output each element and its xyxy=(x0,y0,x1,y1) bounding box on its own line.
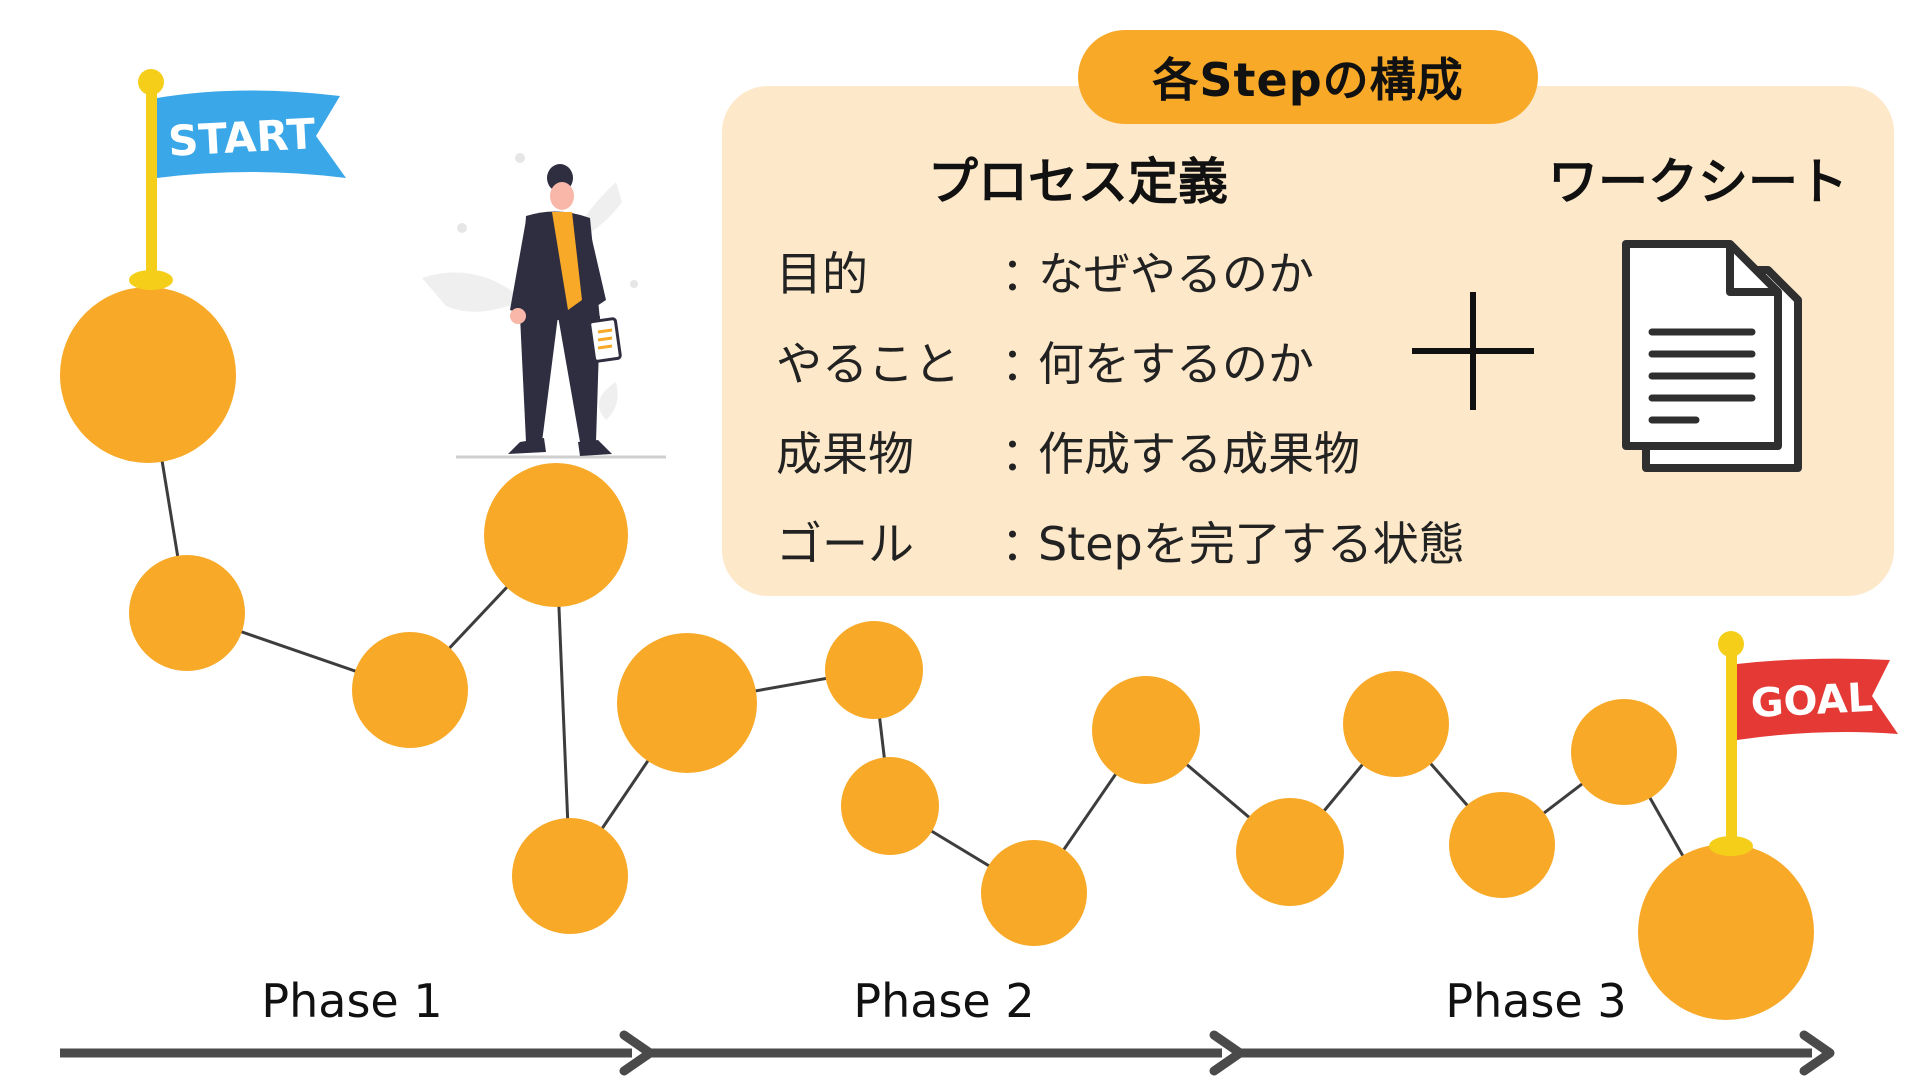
definition-value: 何をするのか xyxy=(1038,337,1314,391)
phase-label-1: Phase 1 xyxy=(261,974,443,1028)
goal-flag-label: GOAL xyxy=(1750,675,1874,727)
goal-flag: GOAL xyxy=(1709,631,1898,856)
step-node xyxy=(512,818,628,934)
step-node xyxy=(352,632,468,748)
phase-label-3: Phase 3 xyxy=(1445,974,1627,1028)
definition-label: 目的 xyxy=(776,247,868,301)
step-node xyxy=(484,463,628,607)
step-node xyxy=(1449,792,1555,898)
step-node xyxy=(1571,699,1677,805)
definition-separator: ： xyxy=(1001,247,1047,301)
definition-value: 作成する成果物 xyxy=(1038,427,1360,481)
definition-separator: ： xyxy=(1001,517,1047,571)
step-node xyxy=(825,621,923,719)
definition-separator: ： xyxy=(1001,337,1047,391)
start-flag-label: START xyxy=(167,109,317,166)
goal-flag-pole-top xyxy=(1718,631,1744,657)
definition-value: なぜやるのか xyxy=(1038,247,1314,301)
definition-label: 成果物 xyxy=(776,427,914,481)
step-node xyxy=(1343,671,1449,777)
step-node xyxy=(1638,844,1814,1020)
step-node xyxy=(617,633,757,773)
start-flag-pole xyxy=(146,82,157,286)
document-icon xyxy=(1622,240,1802,472)
goal-flag-pole xyxy=(1726,644,1737,850)
start-flag: START xyxy=(129,69,346,290)
definition-value: Stepを完了する状態 xyxy=(1038,517,1465,571)
definition-separator: ： xyxy=(1001,427,1047,481)
step-node xyxy=(841,757,939,855)
step-structure-title: 各Stepの構成 xyxy=(1078,30,1538,124)
step-node xyxy=(1092,676,1200,784)
goal-flag-cloth xyxy=(1737,658,1898,740)
step-node xyxy=(981,840,1087,946)
start-flag-pole-top xyxy=(138,69,164,95)
plus-icon xyxy=(1412,292,1534,410)
phase-label-2: Phase 2 xyxy=(853,974,1035,1028)
definition-label: やること xyxy=(776,337,960,391)
goal-flag-base xyxy=(1709,836,1753,856)
start-flag-cloth xyxy=(157,90,346,178)
step-node xyxy=(129,555,245,671)
definition-label: ゴール xyxy=(776,517,914,571)
step-node xyxy=(1236,798,1344,906)
step-node xyxy=(60,287,236,463)
start-flag-base xyxy=(129,270,173,290)
walking-person-illustration xyxy=(422,153,666,459)
process-definition-heading: プロセス定義 xyxy=(928,153,1228,211)
worksheet-heading: ワークシート xyxy=(1548,153,1848,211)
